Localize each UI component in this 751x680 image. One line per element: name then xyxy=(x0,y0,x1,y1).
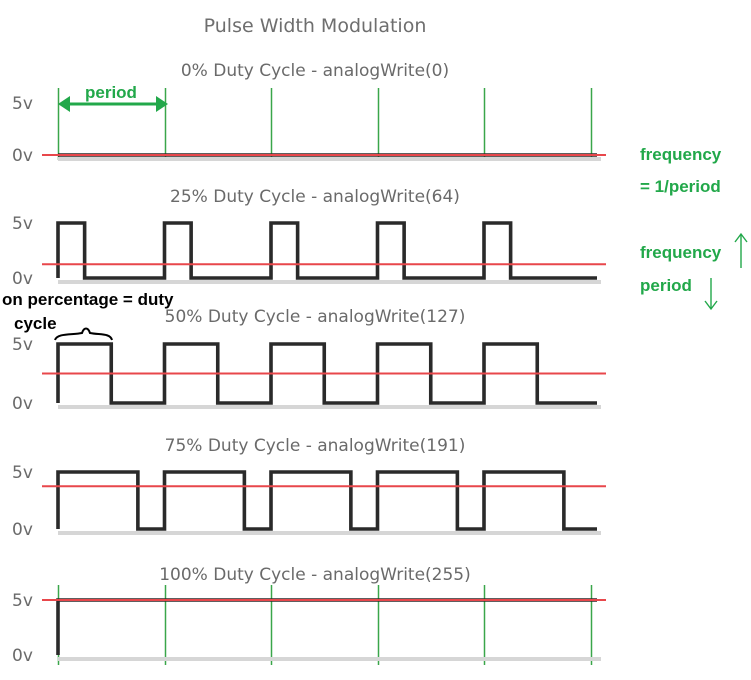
pwm-signal xyxy=(56,470,597,531)
duty-brace-icon xyxy=(54,327,113,341)
frequency-formula-line2: = 1/period xyxy=(640,177,721,196)
voltage-low-label: 0v xyxy=(12,646,33,666)
down-arrow-icon xyxy=(704,278,718,311)
pwm-panel-1: 25% Duty Cycle - analogWrite(64) 5v 0v xyxy=(12,187,606,289)
pwm-panel-3: 75% Duty Cycle - analogWrite(191) 5v 0v xyxy=(12,436,606,540)
voltage-high-label: 5v xyxy=(12,214,33,234)
diagram-title: Pulse Width Modulation xyxy=(204,15,427,37)
frequency-up-label: frequency xyxy=(640,243,722,262)
panel-caption: 75% Duty Cycle - analogWrite(191) xyxy=(165,436,466,456)
voltage-high-label: 5v xyxy=(12,335,33,355)
frequency-formula-line1: frequency xyxy=(640,145,722,164)
voltage-high-label: 5v xyxy=(12,591,33,611)
pwm-signal xyxy=(56,342,597,405)
pwm-signal xyxy=(56,598,597,655)
period-arrow-left-icon xyxy=(58,96,70,112)
pwm-panel-0: 0% Duty Cycle - analogWrite(0) 5v 0v xyxy=(12,61,606,166)
voltage-low-label: 0v xyxy=(12,269,33,289)
voltage-high-label: 5v xyxy=(12,463,33,483)
duty-note-line1: on percentage = duty xyxy=(2,290,174,309)
voltage-high-label: 5v xyxy=(12,94,33,114)
voltage-low-label: 0v xyxy=(12,394,33,414)
period-arrow-right-icon xyxy=(156,96,168,112)
pwm-panel-4: 100% Duty Cycle - analogWrite(255) 5v 0v xyxy=(12,565,606,666)
period-label: period xyxy=(85,83,137,102)
panel-caption: 100% Duty Cycle - analogWrite(255) xyxy=(159,565,471,585)
panel-caption: 25% Duty Cycle - analogWrite(64) xyxy=(170,187,460,207)
voltage-low-label: 0v xyxy=(12,520,33,540)
period-down-label: period xyxy=(640,276,692,295)
panel-caption: 0% Duty Cycle - analogWrite(0) xyxy=(181,61,449,81)
panel-caption: 50% Duty Cycle - analogWrite(127) xyxy=(165,307,466,327)
pwm-panel-2: 50% Duty Cycle - analogWrite(127) 5v 0v xyxy=(12,307,606,414)
period-annotation: period xyxy=(58,83,168,112)
up-arrow-icon xyxy=(734,232,748,268)
voltage-low-label: 0v xyxy=(12,146,33,166)
pwm-signal xyxy=(56,221,597,280)
duty-note-line2: cycle xyxy=(14,314,57,333)
